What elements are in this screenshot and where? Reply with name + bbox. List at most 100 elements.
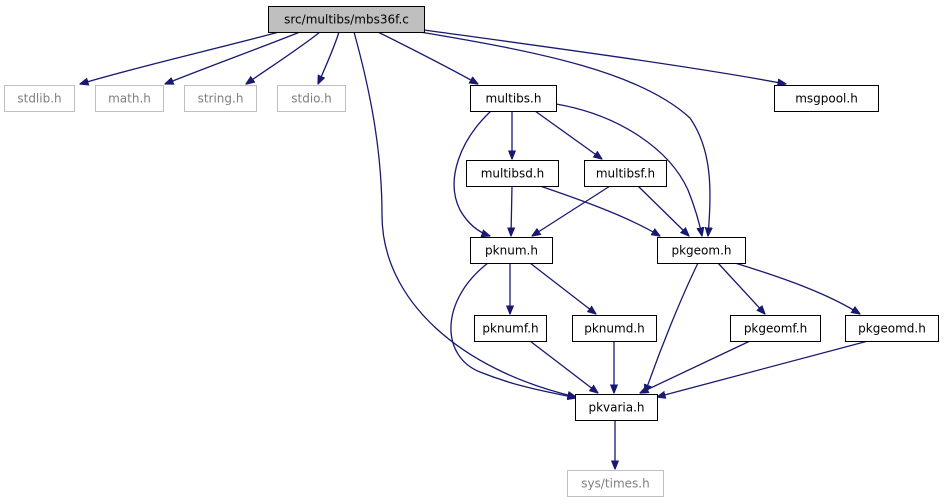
edge-root-to-stdlib — [80, 31, 280, 84]
edge-multibsd-to-pknum — [511, 185, 512, 236]
edge-line — [450, 262, 576, 398]
node-label: math.h — [108, 92, 151, 106]
node-pkvaria[interactable]: pkvaria.h — [575, 394, 658, 421]
node-box — [584, 160, 667, 187]
edge-pkgeom-to-pkvaria — [645, 262, 699, 393]
node-label: src/multibs/mbs36f.c — [284, 13, 409, 27]
node-box — [95, 85, 164, 112]
node-stdio[interactable]: stdio.h — [277, 85, 346, 112]
node-multibsd[interactable]: multibsd.h — [466, 160, 559, 187]
node-label: multibs.h — [486, 92, 542, 106]
edge-line — [532, 185, 611, 236]
edge-multibsf-to-pkgeom — [637, 185, 689, 236]
node-label: sys/times.h — [581, 477, 649, 491]
edge-multibs-to-multibsf — [534, 110, 602, 159]
node-box — [277, 85, 346, 112]
node-label: pkvaria.h — [588, 401, 644, 415]
edge-root-to-stdio — [318, 31, 340, 84]
edge-line — [511, 185, 512, 236]
edge-line — [419, 31, 710, 236]
node-box — [268, 6, 425, 33]
node-multibs[interactable]: multibs.h — [470, 85, 557, 112]
edge-multibsf-to-pknum — [532, 185, 611, 236]
node-box — [845, 315, 939, 342]
node-box — [474, 315, 547, 342]
edge-line — [165, 31, 301, 84]
edge-line — [318, 31, 340, 84]
node-pknum[interactable]: pknum.h — [470, 237, 553, 264]
node-box — [572, 315, 657, 342]
edge-pknumf-to-pkvaria — [529, 340, 598, 393]
edges-layer — [80, 29, 869, 469]
edge-line — [246, 31, 321, 84]
edge-line — [637, 185, 689, 236]
edge-root-to-pkvaria — [353, 31, 576, 397]
edge-multibsd-to-pkgeom — [539, 185, 660, 236]
node-math[interactable]: math.h — [95, 85, 164, 112]
node-box — [466, 160, 559, 187]
edge-root-to-multibs — [377, 31, 478, 84]
node-box — [4, 85, 75, 112]
edge-line — [717, 262, 765, 314]
edge-line — [453, 110, 491, 236]
node-label: stdio.h — [291, 92, 331, 106]
node-label: multibsd.h — [481, 167, 545, 181]
node-box — [470, 237, 553, 264]
edge-pkgeom-to-pkgeomd — [734, 262, 860, 314]
edge-line — [80, 31, 280, 84]
edge-root-to-math — [165, 31, 301, 84]
node-label: pkgeom.h — [671, 244, 731, 258]
node-box — [730, 315, 821, 342]
nodes-layer: src/multibs/mbs36f.c stdlib.h math.h string… — [4, 6, 939, 497]
edge-line — [377, 31, 478, 84]
node-root[interactable]: src/multibs/mbs36f.c — [268, 6, 425, 33]
node-box — [575, 394, 658, 421]
node-label: multibsf.h — [596, 167, 655, 181]
node-label: pknumf.h — [482, 322, 538, 336]
edge-root-to-msgpool — [423, 29, 786, 84]
edge-pkgeomf-to-pkvaria — [640, 340, 751, 393]
edge-line — [529, 340, 598, 393]
edge-multibs-to-pknum — [453, 110, 491, 236]
edge-pknum-to-pkvaria — [450, 262, 576, 398]
edge-line — [640, 340, 751, 393]
edge-pkgeom-to-pkgeomf — [717, 262, 765, 314]
node-box — [470, 85, 557, 112]
node-pknumd[interactable]: pknumd.h — [572, 315, 657, 342]
node-systimes[interactable]: sys/times.h — [567, 470, 664, 497]
edge-line — [353, 31, 576, 397]
edge-multibs-to-pkgeom — [555, 103, 702, 236]
edge-line — [423, 29, 786, 84]
node-label: pknumd.h — [584, 322, 645, 336]
node-pknumf[interactable]: pknumf.h — [474, 315, 547, 342]
edge-line — [529, 262, 596, 314]
edge-line — [539, 185, 660, 236]
edge-line — [657, 340, 869, 397]
node-box — [657, 237, 746, 264]
node-label: pkgeomf.h — [744, 322, 807, 336]
node-label: pknum.h — [485, 244, 538, 258]
node-string[interactable]: string.h — [184, 85, 257, 112]
node-box — [774, 85, 879, 112]
edge-root-to-string — [246, 31, 321, 84]
edge-pknum-to-pknumd — [529, 262, 596, 314]
node-stdlib[interactable]: stdlib.h — [4, 85, 75, 112]
node-box — [184, 85, 257, 112]
edge-root-to-pkgeom — [419, 31, 710, 236]
edge-line — [645, 262, 699, 393]
node-label: pkgeomd.h — [858, 322, 926, 336]
node-pkgeom[interactable]: pkgeom.h — [657, 237, 746, 264]
node-msgpool[interactable]: msgpool.h — [774, 85, 879, 112]
node-label: string.h — [198, 92, 244, 106]
edge-line — [734, 262, 860, 314]
node-label: msgpool.h — [795, 92, 858, 106]
edge-line — [555, 103, 702, 236]
edge-line — [534, 110, 602, 159]
edge-pkgeomd-to-pkvaria — [657, 340, 869, 397]
node-multibsf[interactable]: multibsf.h — [584, 160, 667, 187]
node-label: stdlib.h — [17, 92, 61, 106]
node-pkgeomd[interactable]: pkgeomd.h — [845, 315, 939, 342]
node-pkgeomf[interactable]: pkgeomf.h — [730, 315, 821, 342]
node-box — [567, 470, 664, 497]
